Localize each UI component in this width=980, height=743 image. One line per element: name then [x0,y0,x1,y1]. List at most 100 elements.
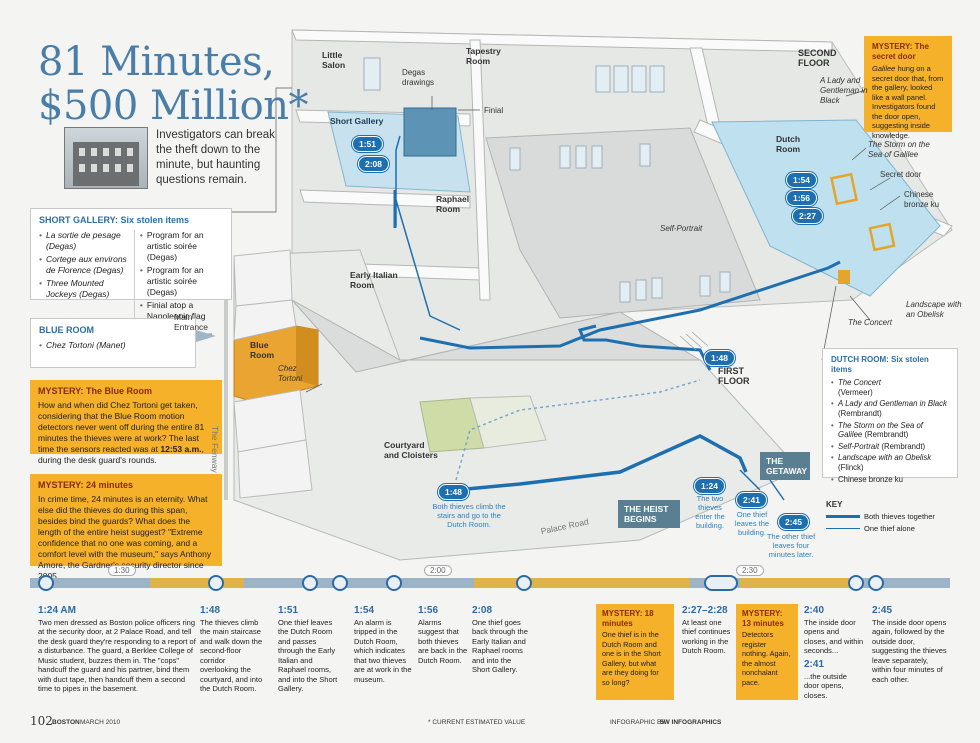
fenway-road-label: The Fenway [210,426,220,473]
art-label-secret-door: Secret door [880,170,922,179]
room-label-little-salon: Little Salon [322,50,346,70]
finial-label: Finial [484,106,504,115]
time-pill: 2:45 [778,514,810,530]
credit-name: 5W INFOGRAPHICS [660,719,722,726]
mystery-24-minutes-box: MYSTERY: 24 minutes In crime time, 24 mi… [30,474,222,581]
mystery-heading: MYSTERY: 24 minutes [38,480,134,490]
mystery-em: Galilee [872,64,896,73]
publication-date: MARCH 2010 [80,719,121,726]
headline-line2: $500 Million* [38,83,308,129]
timeline-segment [30,578,150,588]
room-label-blue: Blue Room [250,340,275,360]
timeline-marker [516,575,532,591]
time-pill: 2:27 [792,208,824,224]
short-gallery-box: SHORT GALLERY: Six stolen items La sorti… [30,208,232,324]
timeline-marker [386,575,402,591]
timeline-segment [244,578,474,588]
legend-item-alone: One thief alone [826,524,958,533]
room-label-tapestry: Tapestry Room [466,46,501,66]
stolen-item: Finial atop a Napoleonic flag [140,300,223,322]
timeline-marker [868,575,884,591]
legend-item-together: Both thieves together [826,512,958,521]
room-label-early-italian: Early Italian Room [350,270,398,290]
stolen-item: Chinese bronze ku [831,475,949,485]
degas-drawings-label: Degas drawings [402,68,435,87]
time-pill: 2:08 [358,156,390,172]
timeline-marker [208,575,224,591]
room-label-courtyard: Courtyard and Cloisters [384,440,438,460]
chez-tortoni-label: Chez Tortoni [278,364,303,383]
timeline-segment [850,578,950,588]
art-label-self-portrait: Self-Portrait [660,224,703,233]
stolen-item: A Lady and Gentleman in Black (Rembrandt… [831,399,949,418]
timeline-tick: 2:30 [736,565,764,576]
time-pill: 1:51 [352,136,384,152]
time-pill: 1:48 [438,484,470,500]
mystery-time: 12:53 a.m. [160,444,202,454]
mystery-blue-room-box: MYSTERY: The Blue Room How and when did … [30,380,222,465]
time-pill: 1:54 [786,172,818,188]
page-number: 102 [30,714,53,728]
timeline-tick: 2:00 [424,565,452,576]
dutch-room-heading: DUTCH ROOM: Six stolen items [831,355,929,374]
timeline-marker [704,575,738,591]
room-label-dutch: Dutch Room [776,134,801,154]
headline-line1: 81 Minutes, [38,39,275,85]
stolen-item: Three Mounted Jockeys (Degas) [39,278,128,300]
timeline-event: 2:41...the outside door opens, closes. [804,659,847,700]
timeline-marker [302,575,318,591]
mystery-heading: MYSTERY: The Blue Room [38,386,153,396]
art-label-bronze: Chinese bronze ku [904,190,940,209]
getaway-tag: THE GETAWAY [760,452,810,480]
stolen-item: Self-Portrait (Rembrandt) [831,442,949,452]
timeline-marker [332,575,348,591]
timeline-marker [38,575,54,591]
art-label-storm: The Storm on the Sea of Galilee [868,140,930,159]
first-floor-label: FIRST FLOOR [718,366,750,386]
timeline-marker [848,575,864,591]
stolen-item: Program for an artistic soirée (Degas) [140,265,223,298]
stolen-item: The Concert(Vermeer) [831,378,949,397]
route-note-leaves: One thief leaves the building. [734,510,770,537]
time-pill: 2:41 [736,492,768,508]
blue-room-heading: BLUE ROOM [39,325,94,335]
timeline-bar [30,578,950,588]
mystery-tail: , during the desk guard's rounds. [38,444,204,465]
room-label-raphael: Raphael Room [436,194,470,214]
time-pill: 1:24 [694,478,726,494]
publication-name: BOSTON [52,719,80,726]
art-label-landscape: Landscape with an Obelisk [906,300,962,319]
footnote: * CURRENT ESTIMATED VALUE [428,719,526,726]
timeline-tick: 1:30 [108,565,136,576]
mystery-secret-door-box: MYSTERY: The secret door Galilee hung on… [864,36,952,140]
art-label-lady: A Lady and Gentleman in Black [820,76,868,105]
route-note-climb: Both thieves climb the stairs and go to … [432,502,506,529]
room-label-short-gallery: Short Gallery [330,116,384,126]
mystery-heading: MYSTERY: The secret door [872,42,929,61]
route-note-other: The other thief leaves four minutes late… [766,532,816,559]
stolen-item: Landscape with an Obelisk (Flinck) [831,453,949,472]
stolen-item: Program for an artistic soirée (Degas) [140,230,223,263]
museum-photo [64,127,148,189]
dutch-room-box: DUTCH ROOM: Six stolen items The Concert… [822,348,958,484]
legend-heading: KEY [826,500,843,509]
art-label-concert: The Concert [848,318,893,327]
intro-text: Investigators can break the theft down t… [156,129,275,186]
stolen-item: Chez Tortoni (Manet) [39,340,187,351]
short-gallery-heading: SHORT GALLERY: Six stolen items [39,215,190,225]
stolen-item: La sortie de pesage (Degas) [39,230,128,252]
legend-key: KEY Both thieves together One thief alon… [826,500,958,542]
mystery-text: How and when did Chez Tortoni get taken,… [38,400,205,454]
second-floor-label: SECOND FLOOR [798,48,837,68]
